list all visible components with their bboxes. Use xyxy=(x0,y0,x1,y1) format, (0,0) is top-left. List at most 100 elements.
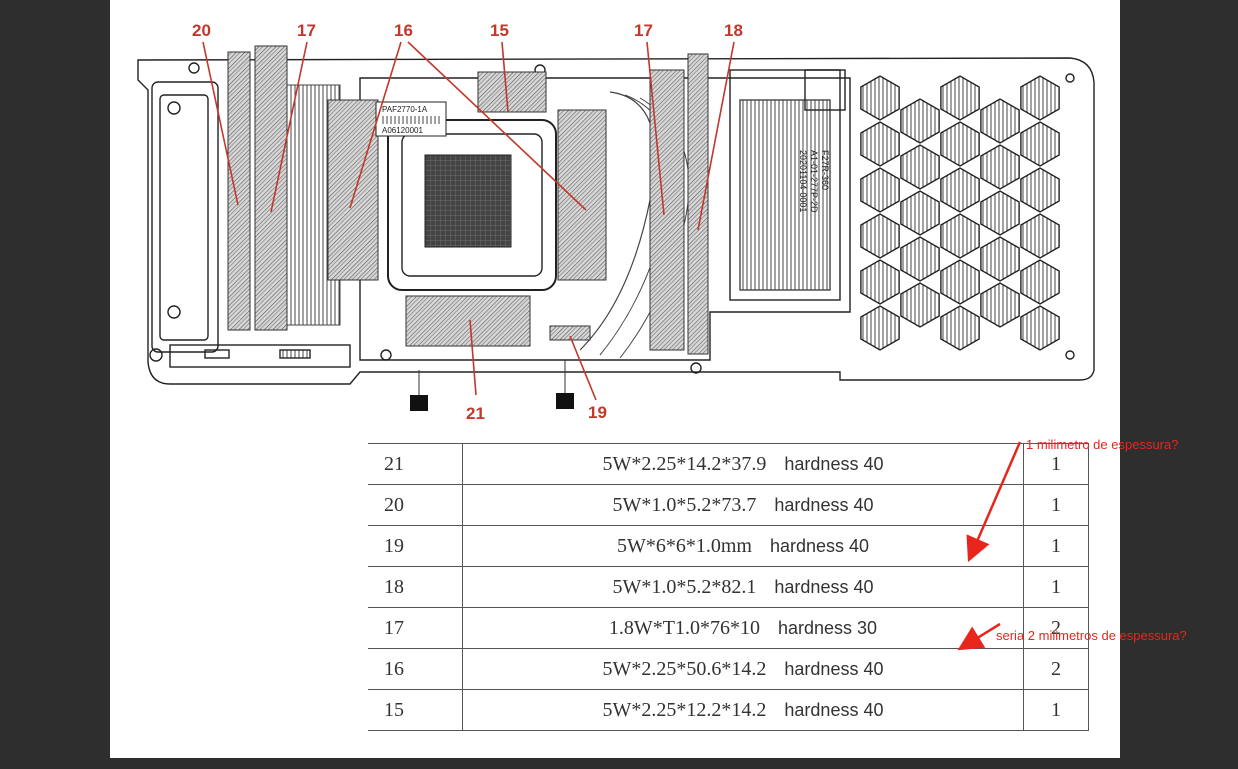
callout-20: 20 xyxy=(192,21,211,40)
callout-17-left: 17 xyxy=(297,21,316,40)
vent-hex xyxy=(900,144,940,190)
vent-hex xyxy=(1020,121,1060,167)
annotation-note-1: 1 milimetro de espessura? xyxy=(1026,437,1179,452)
spec-text: 5W*1.0*5.2*82.1 xyxy=(612,575,757,598)
callout-19: 19 xyxy=(588,403,607,422)
document-sheet: PAF2770-1A A06120001 F27R-360 A1-01-277P… xyxy=(110,0,1120,758)
table-row: 21 5W*2.25*14.2*37.9 hardness 40 1 xyxy=(368,443,1089,485)
vent-hex xyxy=(940,305,980,351)
table-row: 18 5W*1.0*5.2*82.1 hardness 40 1 xyxy=(368,566,1089,608)
vent-hex xyxy=(860,167,900,213)
vent-hex xyxy=(940,167,980,213)
row-number: 17 xyxy=(368,607,463,649)
pad-17-left xyxy=(254,45,288,331)
arrow-1 xyxy=(966,441,1022,563)
pad-15 xyxy=(477,71,547,113)
vent-hex xyxy=(980,236,1020,282)
annotation-note-2: seria 2 milimetros de espessura? xyxy=(996,628,1187,643)
row-quantity: 1 xyxy=(1023,443,1089,485)
table-row: 19 5W*6*6*1.0mm hardness 40 1 xyxy=(368,525,1089,567)
row-quantity: 1 xyxy=(1023,689,1089,731)
thermal-pad-diagram: PAF2770-1A A06120001 F27R-360 A1-01-277P… xyxy=(137,21,1095,423)
power-connector xyxy=(410,395,428,411)
vent-hex xyxy=(860,121,900,167)
row-spec: 5W*2.25*50.6*14.2 hardness 40 xyxy=(462,648,1024,690)
pad-17-right xyxy=(649,69,685,351)
callout-15: 15 xyxy=(490,21,509,40)
vent-hex xyxy=(940,213,980,259)
vent-hex xyxy=(940,75,980,121)
row-quantity: 1 xyxy=(1023,484,1089,526)
row-spec: 5W*2.25*12.2*14.2 hardness 40 xyxy=(462,689,1024,731)
vent-hex xyxy=(980,144,1020,190)
vent-hex xyxy=(860,305,900,351)
vent-hex xyxy=(940,259,980,305)
row-number: 19 xyxy=(368,525,463,567)
row-quantity: 1 xyxy=(1023,566,1089,608)
spec-text: 5W*2.25*50.6*14.2 xyxy=(602,657,767,680)
vent-hex xyxy=(860,213,900,259)
vent-hex xyxy=(860,259,900,305)
svg-text:F27R-360: F27R-360 xyxy=(820,150,830,190)
vent-hex xyxy=(1020,259,1060,305)
svg-text:A06120001: A06120001 xyxy=(382,126,423,135)
vent-hex xyxy=(980,98,1020,144)
pad-16-right xyxy=(557,109,607,281)
vent-hex xyxy=(980,282,1020,328)
callout-16: 16 xyxy=(394,21,413,40)
hardness-text: hardness 40 xyxy=(774,576,874,597)
row-quantity: 2 xyxy=(1023,607,1089,649)
gpu-label-sticker: PAF2770-1A A06120001 xyxy=(375,101,447,137)
row-spec: 5W*6*6*1.0mm hardness 40 xyxy=(462,525,1024,567)
svg-text:20201104-0001: 20201104-0001 xyxy=(798,150,808,212)
fan-label-sticker: F27R-360 A1-01-277P-2D 20201104-0001 xyxy=(798,150,830,213)
row-quantity: 1 xyxy=(1023,525,1089,567)
row-spec: 1.8W*T1.0*76*10 hardness 30 xyxy=(462,607,1024,649)
vent-hex xyxy=(860,75,900,121)
pad-16-left xyxy=(327,99,379,281)
svg-text:PAF2770-1A: PAF2770-1A xyxy=(382,105,428,114)
callout-21: 21 xyxy=(466,404,485,423)
table-row: 17 1.8W*T1.0*76*10 hardness 30 2 xyxy=(368,607,1089,649)
hardness-text: hardness 40 xyxy=(784,453,884,474)
vent-hex xyxy=(1020,167,1060,213)
table-row: 16 5W*2.25*50.6*14.2 hardness 40 2 xyxy=(368,648,1089,690)
table-row: 20 5W*1.0*5.2*73.7 hardness 40 1 xyxy=(368,484,1089,526)
row-spec: 5W*2.25*14.2*37.9 hardness 40 xyxy=(462,443,1024,485)
hardness-text: hardness 40 xyxy=(769,535,870,556)
vent-hex xyxy=(900,282,940,328)
hardness-text: hardness 30 xyxy=(778,617,878,638)
svg-text:A1-01-277P-2D: A1-01-277P-2D xyxy=(809,150,819,213)
row-spec: 5W*1.0*5.2*73.7 hardness 40 xyxy=(462,484,1024,526)
hardness-text: hardness 40 xyxy=(774,494,874,515)
spec-text: 5W*6*6*1.0mm xyxy=(616,534,752,557)
row-number: 21 xyxy=(368,443,463,485)
hex-vent-grille xyxy=(860,75,1060,351)
pad-19 xyxy=(549,325,591,341)
hardness-text: hardness 40 xyxy=(784,658,884,679)
vent-hex xyxy=(940,121,980,167)
spec-text: 5W*2.25*12.2*14.2 xyxy=(602,698,767,721)
spec-text: 1.8W*T1.0*76*10 xyxy=(608,616,760,639)
hardness-text: hardness 40 xyxy=(784,699,884,720)
pad-20 xyxy=(227,51,251,331)
vent-hex xyxy=(900,236,940,282)
vent-hex xyxy=(1020,305,1060,351)
pad-21 xyxy=(405,295,531,347)
vent-hex xyxy=(1020,213,1060,259)
row-quantity: 2 xyxy=(1023,648,1089,690)
row-number: 16 xyxy=(368,648,463,690)
spec-text: 5W*1.0*5.2*73.7 xyxy=(612,493,757,516)
row-number: 18 xyxy=(368,566,463,608)
row-spec: 5W*1.0*5.2*82.1 hardness 40 xyxy=(462,566,1024,608)
callout-18: 18 xyxy=(724,21,743,40)
callout-17-right: 17 xyxy=(634,21,653,40)
board-outline xyxy=(137,57,1095,385)
vent-hex xyxy=(900,190,940,236)
row-number: 20 xyxy=(368,484,463,526)
arrow-2 xyxy=(957,622,1001,651)
spec-text: 5W*2.25*14.2*37.9 xyxy=(602,452,767,475)
